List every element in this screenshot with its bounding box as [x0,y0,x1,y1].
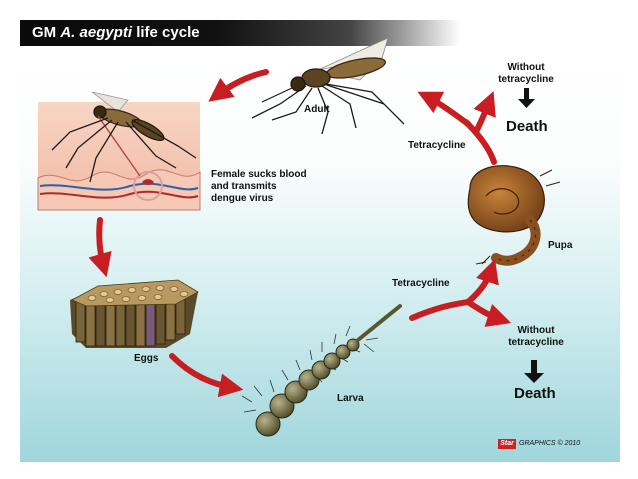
arrow-bite-to-eggs [88,217,112,278]
arrow-larva-to-pupa [465,258,499,305]
pupa-icon [467,165,561,266]
diagram-title: GM A. aegypti life cycle [32,24,200,41]
arrow-adult-to-bite [208,69,269,102]
death-arrows [518,88,544,383]
bottom-death-label: Death [514,385,556,402]
eggs-bundle-icon [70,279,199,348]
larva-icon [241,304,402,437]
biting-mosquito-icon [51,91,197,183]
death-arrow-bottom-icon [524,360,544,383]
stage-label-eggs: Eggs [134,353,159,364]
top-without-tetracycline-label: Without tetracycline [498,62,554,85]
arrow-pupa-to-adult [417,91,471,127]
top-tetracycline-label: Tetracycline [408,140,466,151]
stage-label-larva: Larva [337,393,364,404]
stage-label-pupa: Pupa [548,240,573,251]
bottom-tetracycline-label: Tetracycline [392,278,450,289]
death-arrow-top-icon [518,88,535,108]
top-death-label: Death [506,118,548,135]
bite-note: Female sucks blood and transmits dengue … [211,169,307,204]
stage-label-adult: Adult [304,104,330,115]
arrow-larva-fork [409,299,471,321]
bottom-without-tetracycline-label: Without tetracycline [508,325,564,348]
arrow-larva-to-death [465,299,512,327]
adult-mosquito-icon [251,37,405,135]
arrow-eggs-to-larva [169,353,244,398]
graphics-credit: GRAPHICS © 2010 [519,440,581,447]
star-logo: Star [498,439,516,449]
lifecycle-arrows [88,69,512,398]
arrow-pupa-to-death [473,91,496,135]
